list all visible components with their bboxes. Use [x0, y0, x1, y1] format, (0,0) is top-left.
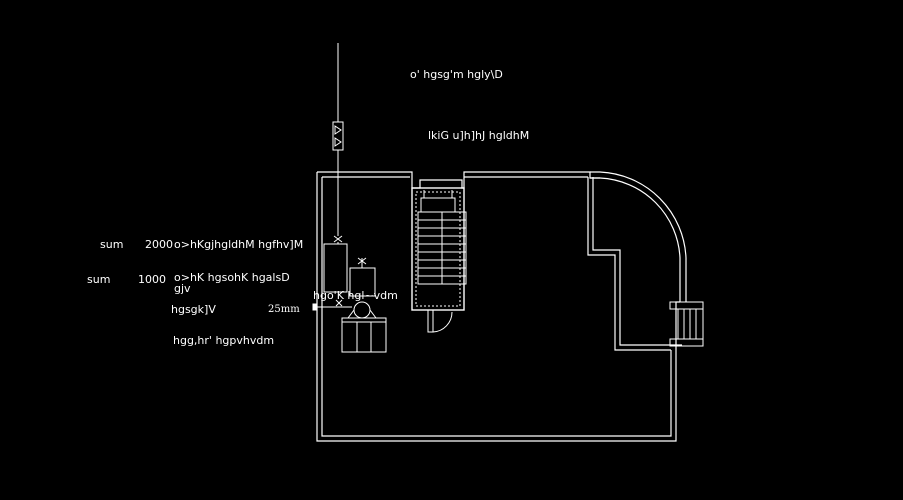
- pipe-label: hgg,hr' hgpvhvdm: [173, 334, 274, 347]
- tank-small-desc: o>hK hgsohK hgalsD: [174, 271, 290, 284]
- tank-large-desc: o>hKgjhgldhM hgfhv]M: [174, 238, 303, 251]
- top-title: o' hgsg'm hgly\D: [410, 68, 503, 81]
- door-swing: [427, 309, 453, 333]
- tank-large-value: 2000: [145, 238, 173, 251]
- pump-assembly: [312, 299, 387, 353]
- curved-room: [587, 171, 687, 351]
- pump-label: hgsgk]V: [171, 303, 216, 316]
- external-stair: [669, 301, 704, 347]
- water-riser: [332, 43, 344, 244]
- pipe-size: 25mm: [268, 304, 300, 315]
- tank-small-value: 1000: [138, 273, 166, 286]
- tank-large-label: sum: [100, 238, 123, 251]
- riser-label: lkiG u]h]hJ hgldhM: [428, 129, 529, 142]
- large-water-tank: [323, 243, 348, 293]
- valve-label: hgo'K hgl~vdm: [313, 289, 398, 302]
- tank-small-label: sum: [87, 273, 110, 286]
- small-water-tank: [349, 257, 376, 297]
- tank-small-extra: gjv: [174, 282, 191, 295]
- stairwell: [411, 187, 467, 311]
- outer-walls: [316, 171, 682, 442]
